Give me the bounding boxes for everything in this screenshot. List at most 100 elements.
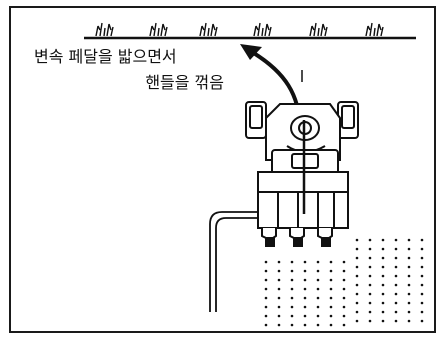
field-dot bbox=[420, 301, 424, 305]
field-dot bbox=[342, 314, 346, 318]
field-dot bbox=[329, 323, 333, 327]
instruction-line-2: 핸들을 꺾음 bbox=[145, 73, 224, 92]
grass-tuft-icon bbox=[199, 22, 218, 37]
field-dot bbox=[290, 269, 294, 273]
field-dot bbox=[368, 292, 372, 296]
field-dot bbox=[316, 269, 320, 273]
field-dot bbox=[355, 310, 359, 314]
field-dot bbox=[290, 287, 294, 291]
field-dot bbox=[316, 278, 320, 282]
field-dot bbox=[368, 274, 372, 278]
grass-row bbox=[95, 22, 384, 37]
field-dot bbox=[303, 287, 307, 291]
field-dot bbox=[407, 274, 411, 278]
field-dot bbox=[368, 310, 372, 314]
field-dot bbox=[342, 278, 346, 282]
field-dot bbox=[277, 323, 281, 327]
instruction-line-1: 변속 페달을 밟으면서 bbox=[34, 47, 177, 66]
field-dot bbox=[264, 260, 268, 264]
field-dot bbox=[303, 269, 307, 273]
field-dot bbox=[381, 319, 385, 323]
field-dot bbox=[290, 296, 294, 300]
grass-tuft-icon bbox=[309, 22, 328, 37]
field-dot bbox=[277, 314, 281, 318]
field-dot bbox=[394, 238, 398, 242]
field-dot bbox=[355, 238, 359, 242]
field-dot bbox=[420, 292, 424, 296]
field-dot bbox=[407, 310, 411, 314]
field-dot bbox=[381, 265, 385, 269]
field-dot bbox=[277, 305, 281, 309]
field-dot bbox=[264, 323, 268, 327]
field-dot bbox=[342, 287, 346, 291]
field-dot bbox=[394, 256, 398, 260]
field-dot bbox=[381, 310, 385, 314]
field-dot bbox=[303, 260, 307, 264]
field-dot bbox=[420, 310, 424, 314]
field-dot bbox=[290, 305, 294, 309]
field-dot bbox=[316, 296, 320, 300]
field-dot bbox=[342, 260, 346, 264]
field-dot bbox=[368, 283, 372, 287]
field-dot bbox=[329, 287, 333, 291]
field-dot bbox=[407, 319, 411, 323]
field-dot bbox=[329, 278, 333, 282]
field-dot bbox=[329, 260, 333, 264]
field-dot bbox=[264, 314, 268, 318]
field-dot bbox=[316, 314, 320, 318]
field-dot bbox=[264, 269, 268, 273]
field-dot bbox=[381, 238, 385, 242]
field-dot bbox=[420, 283, 424, 287]
field-dot bbox=[381, 256, 385, 260]
field-dot bbox=[420, 274, 424, 278]
field-dot bbox=[381, 283, 385, 287]
field-dot bbox=[303, 296, 307, 300]
field-dot bbox=[329, 305, 333, 309]
field-dot bbox=[355, 247, 359, 251]
field-dot bbox=[342, 323, 346, 327]
grass-tuft-icon bbox=[253, 22, 272, 37]
field-dot bbox=[420, 238, 424, 242]
field-dot bbox=[394, 301, 398, 305]
field-dot bbox=[368, 247, 372, 251]
grass-tuft-icon bbox=[95, 22, 114, 37]
field-dot bbox=[394, 319, 398, 323]
field-dot bbox=[394, 292, 398, 296]
field-dot bbox=[290, 260, 294, 264]
field-dot bbox=[329, 296, 333, 300]
field-dot bbox=[264, 287, 268, 291]
grass-tuft-icon bbox=[149, 22, 168, 37]
field-dot bbox=[394, 274, 398, 278]
field-dot bbox=[277, 278, 281, 282]
field-dot bbox=[264, 278, 268, 282]
field-dot bbox=[277, 260, 281, 264]
field-dot bbox=[368, 265, 372, 269]
field-dot bbox=[394, 283, 398, 287]
field-dot bbox=[329, 314, 333, 318]
field-dot bbox=[264, 305, 268, 309]
field-dot bbox=[407, 292, 411, 296]
field-dot bbox=[342, 269, 346, 273]
field-dot bbox=[394, 310, 398, 314]
field-dot bbox=[342, 305, 346, 309]
field-dot bbox=[381, 274, 385, 278]
diagram-frame bbox=[9, 6, 436, 333]
grass-tuft-icon bbox=[365, 22, 384, 37]
field-dot bbox=[355, 274, 359, 278]
field-dot bbox=[355, 265, 359, 269]
field-dot bbox=[381, 301, 385, 305]
field-dot bbox=[277, 287, 281, 291]
field-dot bbox=[290, 314, 294, 318]
field-dot bbox=[277, 269, 281, 273]
field-dot bbox=[381, 292, 385, 296]
field-dot bbox=[407, 301, 411, 305]
field-dot bbox=[303, 278, 307, 282]
discharge-pipe bbox=[209, 211, 258, 312]
field-dot bbox=[355, 256, 359, 260]
field-dot bbox=[368, 301, 372, 305]
planted-field-dots bbox=[264, 238, 424, 327]
field-dot bbox=[407, 265, 411, 269]
field-dot bbox=[277, 296, 281, 300]
field-dot bbox=[303, 323, 307, 327]
